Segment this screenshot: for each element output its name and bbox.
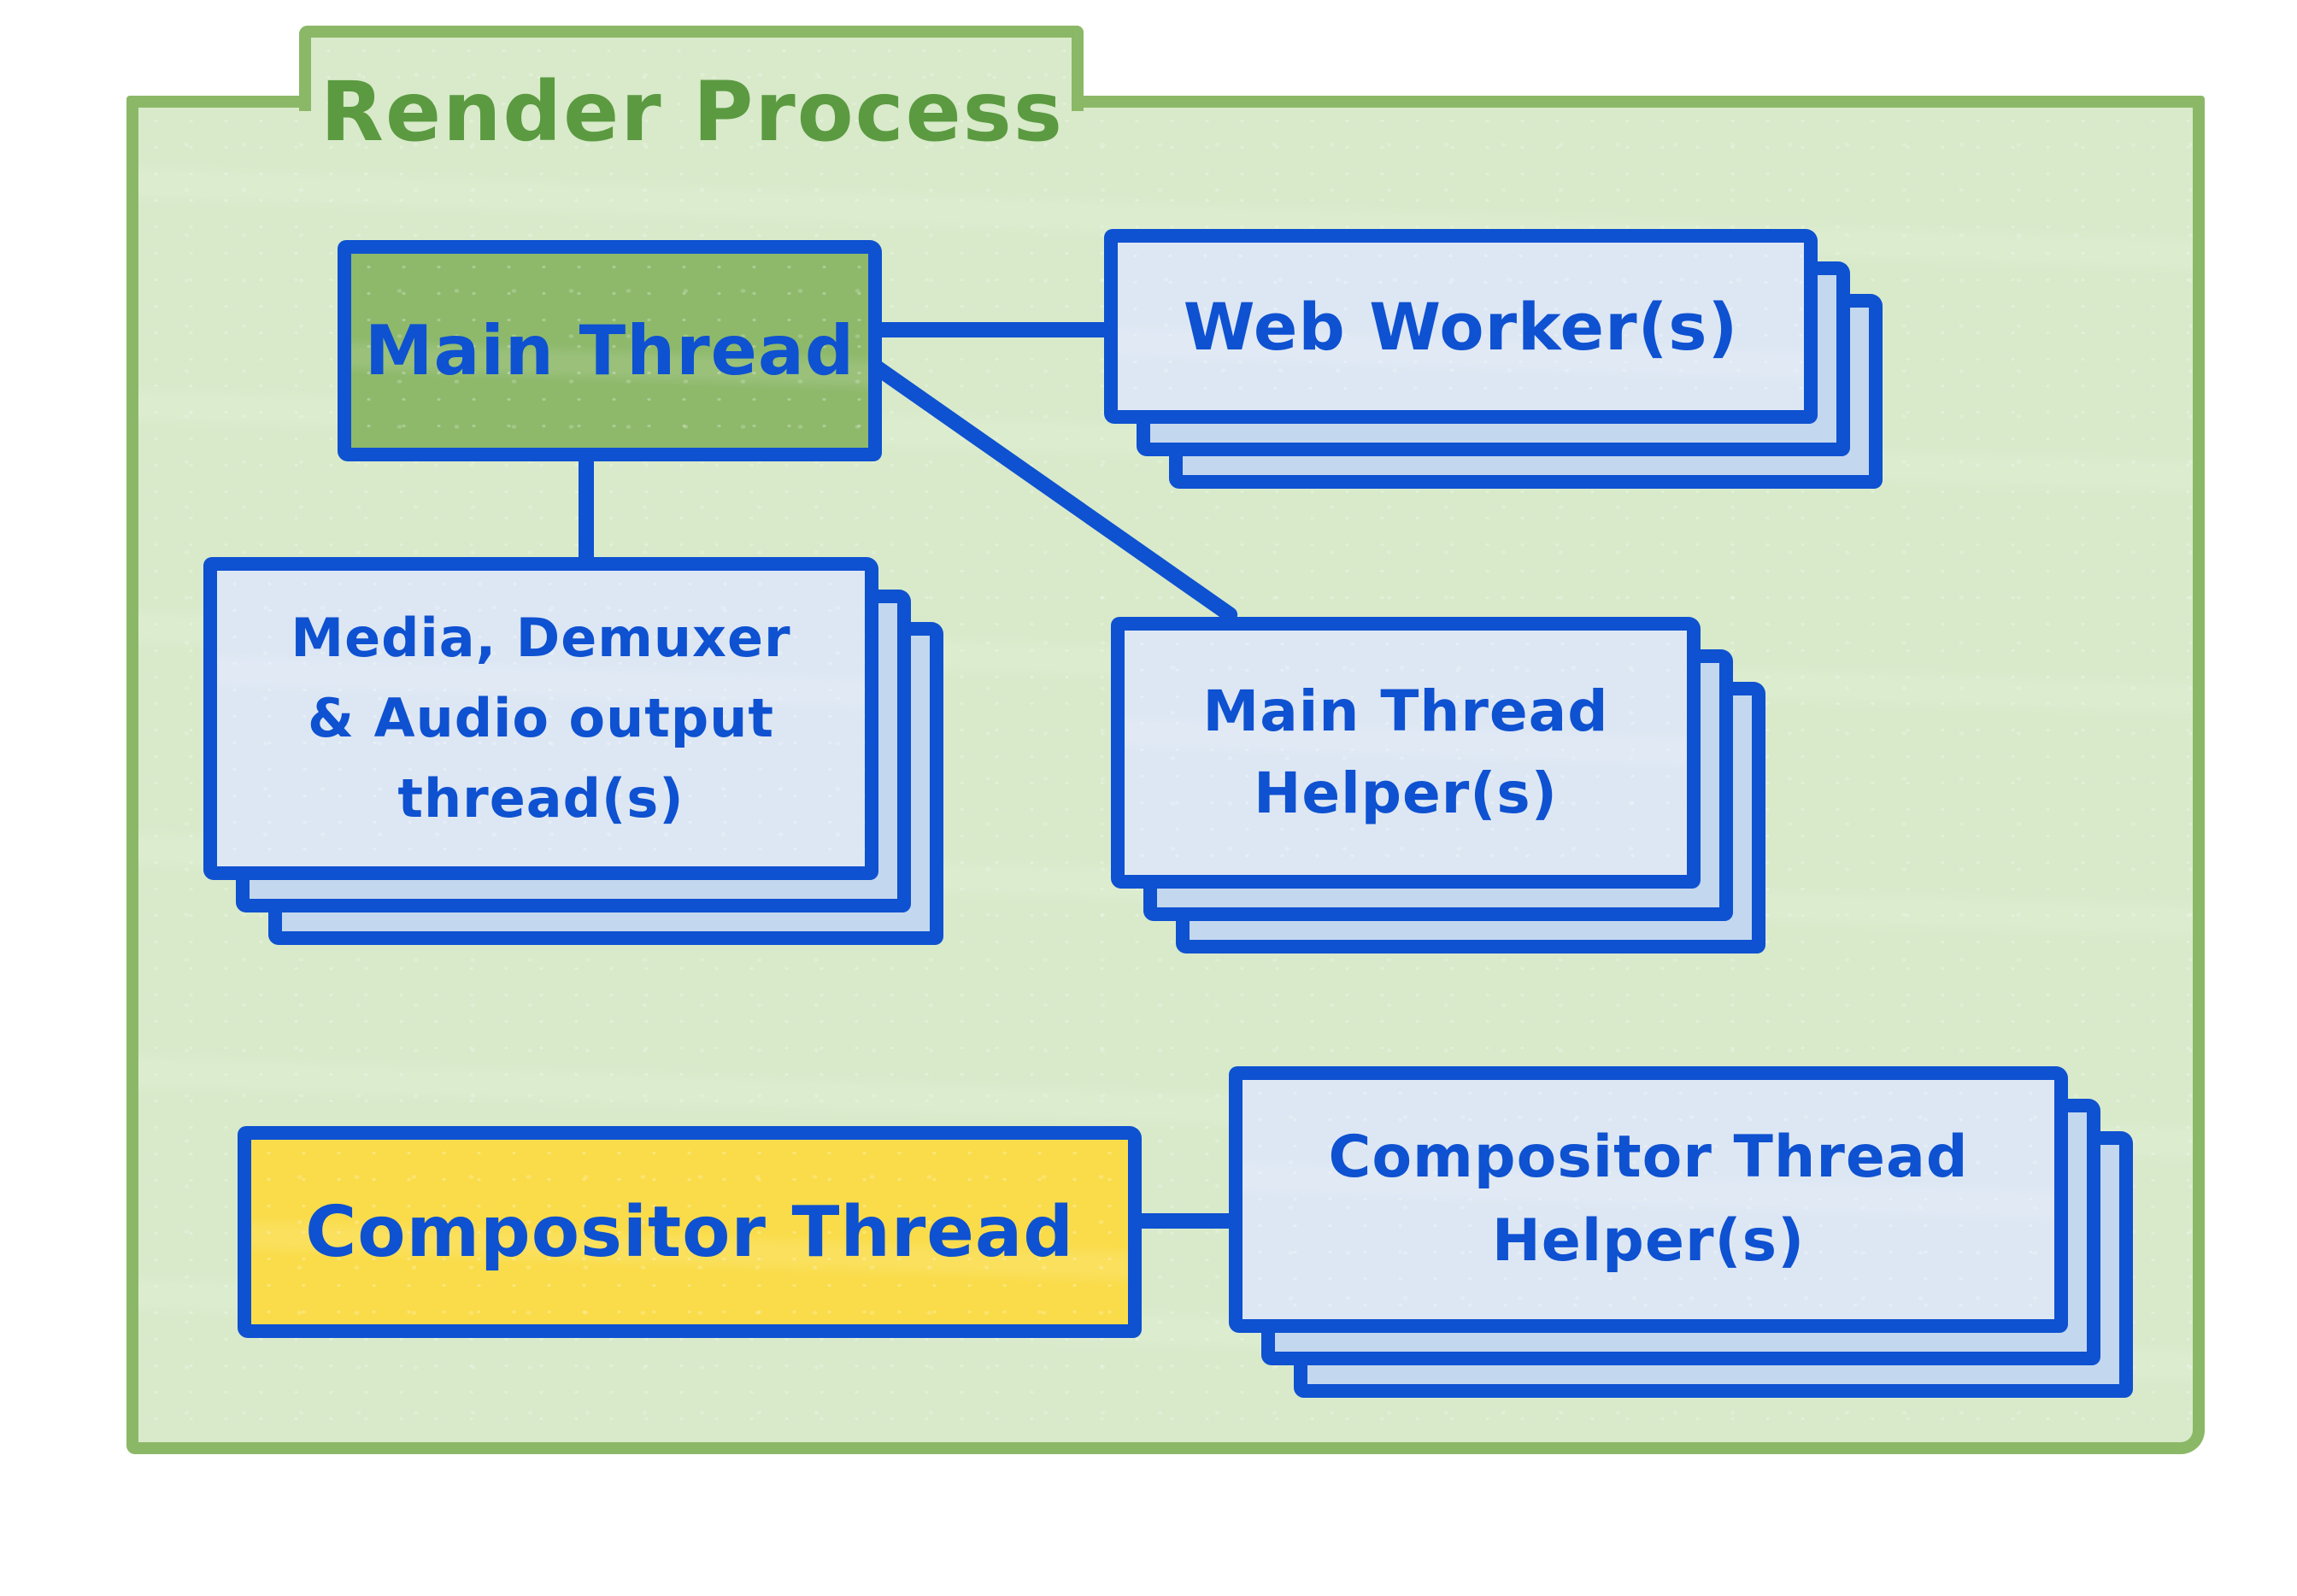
node-compositor-helpers-label-line1: Compositor Thread bbox=[1328, 1124, 1969, 1191]
node-main-thread-label: Main Thread bbox=[364, 311, 855, 390]
page-title: Render Process bbox=[320, 64, 1064, 160]
node-compositor-helpers: Compositor Thread Helper(s) bbox=[1229, 1066, 2068, 1333]
node-media-threads-label-line1: Media, Demuxer bbox=[291, 607, 791, 669]
node-main-thread-helpers: Main Thread Helper(s) bbox=[1111, 617, 1701, 889]
node-web-workers: Web Worker(s) bbox=[1104, 229, 1818, 424]
render-process-folder-tab bbox=[299, 26, 1084, 111]
edge-compositor-thread-to-compositor-helpers bbox=[1135, 1213, 1237, 1229]
node-media-threads-label: Media, Demuxer & Audio output thread(s) bbox=[217, 571, 865, 866]
node-main-thread: Main Thread bbox=[338, 240, 882, 461]
node-main-thread-helpers-label: Main Thread Helper(s) bbox=[1125, 631, 1687, 875]
edge-main-thread-to-media-threads bbox=[579, 455, 594, 567]
node-web-workers-label: Web Worker(s) bbox=[1183, 288, 1739, 365]
node-media-threads-label-line3: thread(s) bbox=[397, 767, 684, 830]
node-main-thread-helpers-label-line1: Main Thread bbox=[1202, 678, 1609, 744]
edge-main-thread-to-web-workers bbox=[872, 322, 1113, 337]
node-compositor-helpers-label: Compositor Thread Helper(s) bbox=[1242, 1080, 2054, 1319]
node-compositor-helpers-label-line2: Helper(s) bbox=[1491, 1207, 1806, 1275]
node-compositor-thread: Compositor Thread bbox=[238, 1126, 1142, 1338]
node-main-thread-helpers-label-line2: Helper(s) bbox=[1254, 760, 1558, 826]
node-compositor-thread-label: Compositor Thread bbox=[305, 1191, 1074, 1273]
node-media-threads-label-line2: & Audio output bbox=[307, 687, 775, 749]
node-media-threads: Media, Demuxer & Audio output thread(s) bbox=[203, 557, 878, 880]
